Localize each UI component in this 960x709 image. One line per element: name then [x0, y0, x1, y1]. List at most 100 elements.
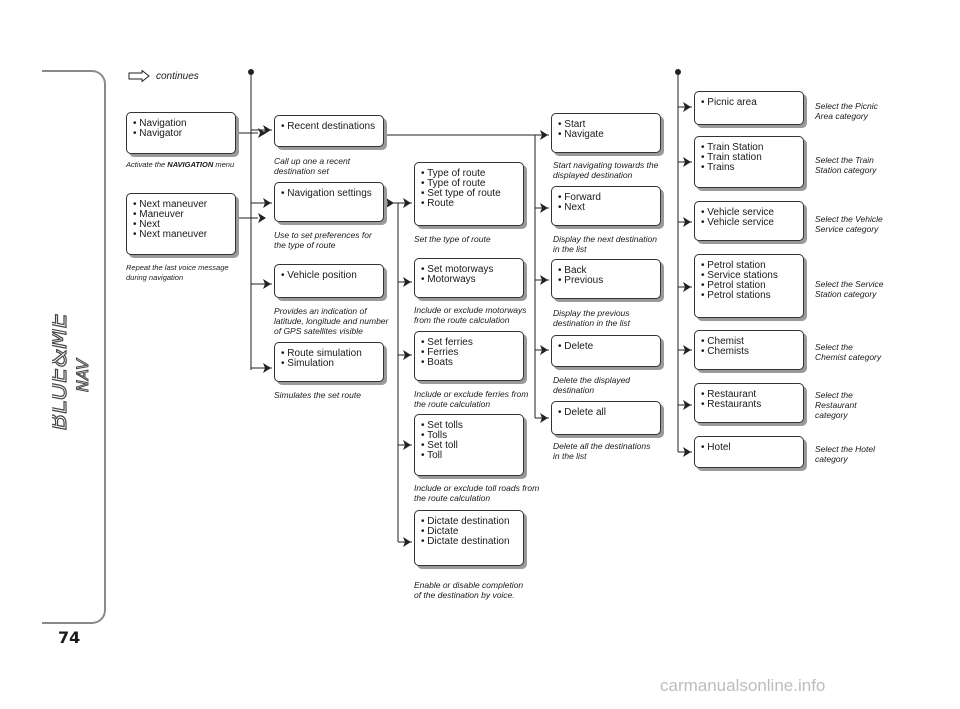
menu-box-navigation: NavigationNavigator [126, 112, 236, 154]
menu-box-ferries: Set ferries Ferries Boats [414, 331, 524, 381]
caption-recent-destinations: Call up one a recent destination set [274, 156, 351, 176]
menu-item: Set ferries [421, 338, 517, 348]
menu-item: Dictate [421, 527, 517, 537]
menu-box-navigation-settings: Navigation settings [274, 182, 384, 222]
menu-box-train-station: Train Station Train station Trains [694, 136, 804, 188]
menu-box-start: StartNavigate [551, 113, 661, 153]
menu-item: Picnic area [701, 98, 797, 108]
caption-navigation-settings: Use to set preferences for the type of r… [274, 230, 372, 250]
menu-item: Vehicle service [701, 208, 797, 218]
menu-item: Motorways [421, 275, 517, 285]
caption-start: Start navigating towards the displayed d… [553, 160, 659, 180]
menu-box-recent-destinations: Recent destinations [274, 115, 384, 147]
menu-item: Next maneuver [133, 200, 229, 210]
menu-box-tolls: Set tolls Tolls Set toll Toll [414, 414, 524, 476]
menu-item: Set toll [421, 441, 517, 451]
menu-item: Type of route [421, 169, 517, 179]
caption-chemist: Select the Chemist category [815, 342, 882, 362]
menu-item: Next [558, 203, 654, 213]
menu-item: Navigation [133, 119, 229, 129]
menu-box-type-of-route: Type of route Type of route Set type of … [414, 162, 524, 226]
menu-item: Train station [701, 153, 797, 163]
menu-box-hotel: Hotel [694, 436, 804, 468]
menu-box-back: BackPrevious [551, 259, 661, 299]
menu-item: Petrol stations [701, 291, 797, 301]
menu-item: Simulation [281, 359, 377, 369]
menu-item: Tolls [421, 431, 517, 441]
menu-item: Dictate destination [421, 537, 517, 547]
menu-item: Navigator [133, 129, 229, 139]
menu-item: Chemist [701, 337, 797, 347]
continues-note: continues [128, 70, 199, 82]
menu-item: Vehicle position [281, 271, 377, 281]
menu-item: Trains [701, 163, 797, 173]
blue-and-me-nav-logo: BLUE&ME NAV [52, 311, 93, 430]
menu-item: Delete all [558, 408, 654, 418]
menu-item: Petrol station [701, 261, 797, 271]
menu-item: Type of route [421, 179, 517, 189]
menu-item: Boats [421, 358, 517, 368]
caption-next-maneuver: Repeat the last voice message during nav… [126, 263, 229, 282]
menu-box-restaurant: RestaurantRestaurants [694, 383, 804, 423]
arrow-right-outline-icon [128, 70, 150, 82]
continues-label: continues [156, 70, 199, 82]
menu-item: Set motorways [421, 265, 517, 275]
menu-item: Navigation settings [281, 189, 377, 199]
caption-motorways: Include or exclude motorways from the ro… [414, 305, 527, 325]
menu-item: Start [558, 120, 654, 130]
caption-navigation: Activate the NAVIGATION menu [126, 160, 235, 169]
caption-picnic-area: Select the Picnic Area category [815, 101, 878, 121]
menu-item: Next maneuver [133, 230, 229, 240]
menu-item: Dictate destination [421, 517, 517, 527]
caption-dictate-destination: Enable or disable completion of the dest… [414, 580, 524, 600]
menu-item: Ferries [421, 348, 517, 358]
menu-item: Restaurants [701, 400, 797, 410]
caption-type-of-route: Set the type of route [414, 234, 491, 244]
caption-train-station: Select the Train Station category [815, 155, 877, 175]
menu-item: Back [558, 266, 654, 276]
menu-item: Next [133, 220, 229, 230]
menu-item: Restaurant [701, 390, 797, 400]
menu-item: Navigate [558, 130, 654, 140]
menu-box-vehicle-service: Vehicle serviceVehicle service [694, 201, 804, 241]
watermark: carmanualsonline.info [660, 676, 826, 695]
menu-item: Vehicle service [701, 218, 797, 228]
menu-box-dictate-destination: Dictate destination Dictate Dictate dest… [414, 510, 524, 566]
menu-item: Train Station [701, 143, 797, 153]
caption-delete: Delete the displayed destination [553, 375, 631, 395]
menu-item: Set type of route [421, 189, 517, 199]
menu-box-picnic-area: Picnic area [694, 91, 804, 125]
menu-item: Route simulation [281, 349, 377, 359]
menu-item: Maneuver [133, 210, 229, 220]
menu-item: Forward [558, 193, 654, 203]
caption-hotel: Select the Hotel category [815, 444, 876, 464]
svg-text:BLUE&ME: BLUE&ME [52, 312, 72, 430]
menu-item: Route [421, 199, 517, 209]
caption-vehicle-service: Select the Vehicle Service category [815, 214, 883, 234]
caption-forward: Display the next destination in the list [553, 234, 657, 254]
menu-box-route-simulation: Route simulationSimulation [274, 342, 384, 382]
svg-text:NAV: NAV [73, 358, 92, 392]
menu-item: Toll [421, 451, 517, 461]
menu-item: Delete [558, 342, 654, 352]
caption-tolls: Include or exclude toll roads from the r… [414, 483, 540, 503]
menu-item: Hotel [701, 443, 797, 453]
caption-service-station: Select the Service Station category [815, 279, 884, 299]
caption-route-simulation: Simulates the set route [274, 390, 361, 400]
menu-box-motorways: Set motorwaysMotorways [414, 258, 524, 298]
menu-box-vehicle-position: Vehicle position [274, 264, 384, 298]
menu-item: Previous [558, 276, 654, 286]
menu-item: Set tolls [421, 421, 517, 431]
caption-restaurant: Select the Restaurant category [815, 390, 857, 420]
menu-box-chemist: ChemistChemists [694, 330, 804, 370]
menu-item: Service stations [701, 271, 797, 281]
menu-box-delete: Delete [551, 335, 661, 367]
page-number: 74 [58, 628, 81, 647]
page-tab-border [42, 70, 106, 624]
menu-box-forward: ForwardNext [551, 186, 661, 226]
menu-box-delete-all: Delete all [551, 401, 661, 435]
menu-box-service-station: Petrol station Service stations Petrol s… [694, 254, 804, 318]
menu-item: Chemists [701, 347, 797, 357]
menu-box-next-maneuver: Next maneuver Maneuver Next Next maneuve… [126, 193, 236, 255]
